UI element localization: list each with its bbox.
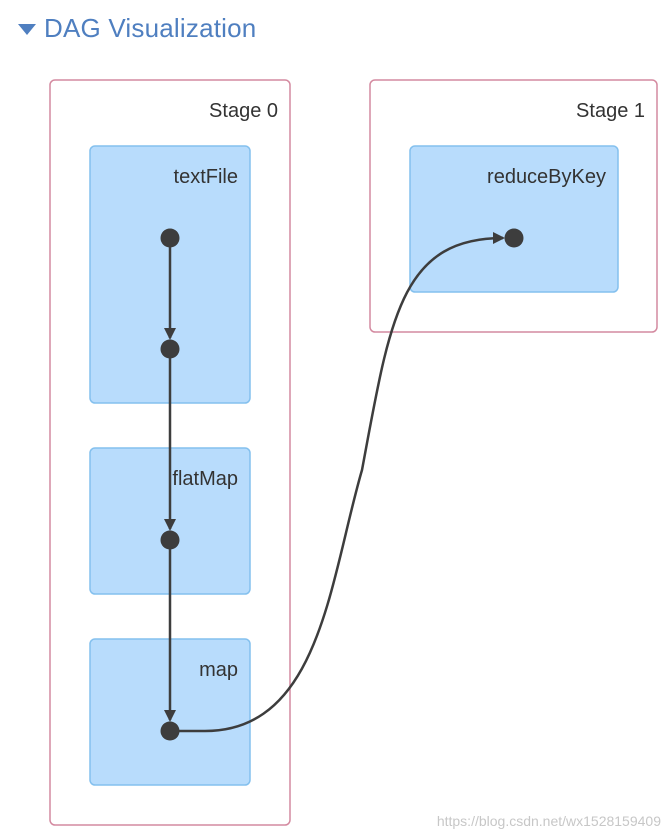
dag-visualization-toggle[interactable]: DAG Visualization: [18, 12, 256, 44]
stage-0-label: Stage 0: [209, 100, 278, 122]
node-textfile-1[interactable]: [160, 339, 180, 359]
node-textfile-0[interactable]: [160, 228, 180, 248]
op-flatmap-label: flatMap: [172, 468, 238, 490]
op-reducebykey-box: [409, 145, 619, 293]
triangle-down-icon: [18, 23, 36, 35]
watermark: https://blog.csdn.net/wx1528159409: [436, 813, 661, 829]
op-map-label: map: [199, 659, 238, 681]
op-reducebykey-label: reduceByKey: [487, 166, 606, 188]
op-reducebykey-cluster[interactable]: reduceByKey: [409, 145, 619, 293]
stage-1-label: Stage 1: [576, 100, 645, 122]
node-reducebykey[interactable]: [504, 228, 524, 248]
edge-map-to-reducebykey: [170, 232, 505, 733]
section-title: DAG Visualization: [44, 13, 257, 43]
node-flatmap[interactable]: [160, 530, 180, 550]
op-textfile-label: textFile: [174, 166, 238, 188]
node-map[interactable]: [160, 721, 180, 741]
